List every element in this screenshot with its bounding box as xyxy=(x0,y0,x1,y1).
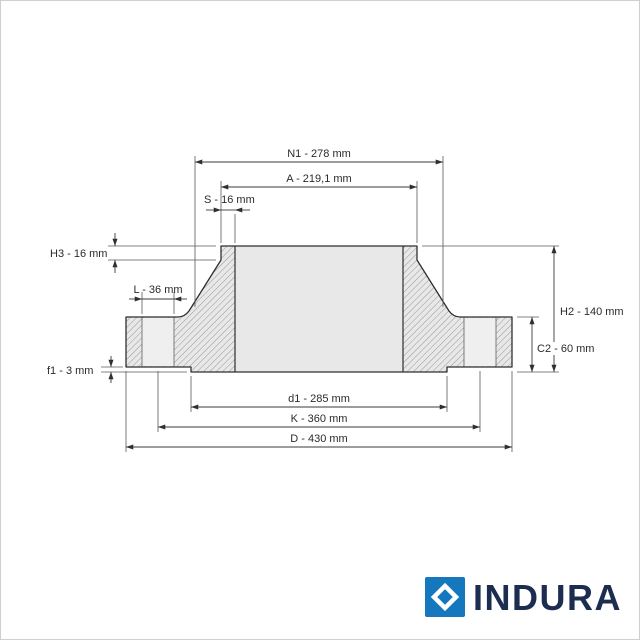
indura-logo-text: INDURA xyxy=(473,577,622,618)
dimension-k-label: K - 360 mm xyxy=(291,413,348,425)
dimension-f1-label: f1 - 3 mm xyxy=(47,365,93,377)
dimension-k: K - 360 mm xyxy=(157,371,481,432)
dimension-d: D - 430 mm xyxy=(125,371,513,452)
dimension-a: A - 219,1 mm xyxy=(220,173,418,243)
dimension-l-label: L - 36 mm xyxy=(133,284,182,296)
dimension-c2: C2 - 60 mm xyxy=(517,316,598,372)
dimension-a-label: A - 219,1 mm xyxy=(286,173,351,185)
bolt-hole-left xyxy=(142,318,174,366)
dimension-d-label: D - 430 mm xyxy=(290,433,347,445)
dimension-h2-label: H2 - 140 mm xyxy=(560,306,624,318)
dimension-h3: H3 - 16 mm xyxy=(50,233,216,273)
dimension-f1: f1 - 3 mm xyxy=(47,356,187,383)
dimension-s-label: S - 16 mm xyxy=(204,194,255,206)
bolt-hole-right xyxy=(464,318,496,366)
dimension-n1: N1 - 278 mm xyxy=(194,148,444,307)
dimension-h3-label: H3 - 16 mm xyxy=(50,248,107,260)
indura-logo-icon xyxy=(425,577,465,617)
dimension-d1-label: d1 - 285 mm xyxy=(288,393,350,405)
dimension-l: L - 36 mm xyxy=(129,284,187,314)
dimension-n1-label: N1 - 278 mm xyxy=(287,148,351,160)
indura-logo-icon-mark xyxy=(430,582,460,612)
dimension-d1: d1 - 285 mm xyxy=(190,376,448,412)
indura-logo: INDURA xyxy=(425,577,622,618)
label-mask xyxy=(534,342,598,355)
flange-cross-section xyxy=(125,245,513,373)
dimension-s: S - 16 mm xyxy=(204,194,255,243)
flange-outline xyxy=(125,245,513,373)
dimension-c2-label: C2 - 60 mm xyxy=(537,343,594,355)
